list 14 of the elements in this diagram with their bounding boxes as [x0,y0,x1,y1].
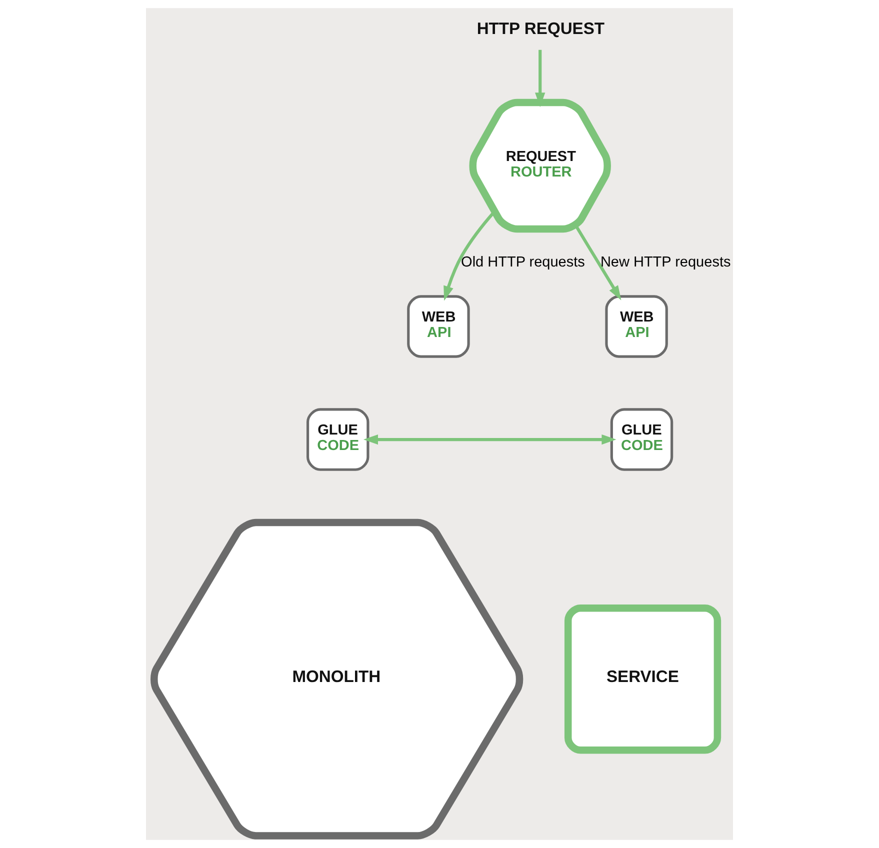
node-box: GLUE CODE [306,408,370,471]
arrow [576,226,622,300]
arrow [444,210,496,301]
node-text: HTTP REQUEST [476,18,605,38]
node-box: GLUE CODE [610,408,674,471]
arrow [535,50,546,108]
node-circle: REQUEST ROUTER [469,98,611,233]
node-box: WEB API [407,295,470,358]
node-box: SERVICE [564,604,722,754]
arrow [363,434,616,445]
edge-label: New HTTP requests [600,254,731,271]
node-ellipse: MONOLITH [150,518,524,840]
node-box: WEB API [605,295,668,358]
edge-label: Old HTTP requests [461,254,585,271]
